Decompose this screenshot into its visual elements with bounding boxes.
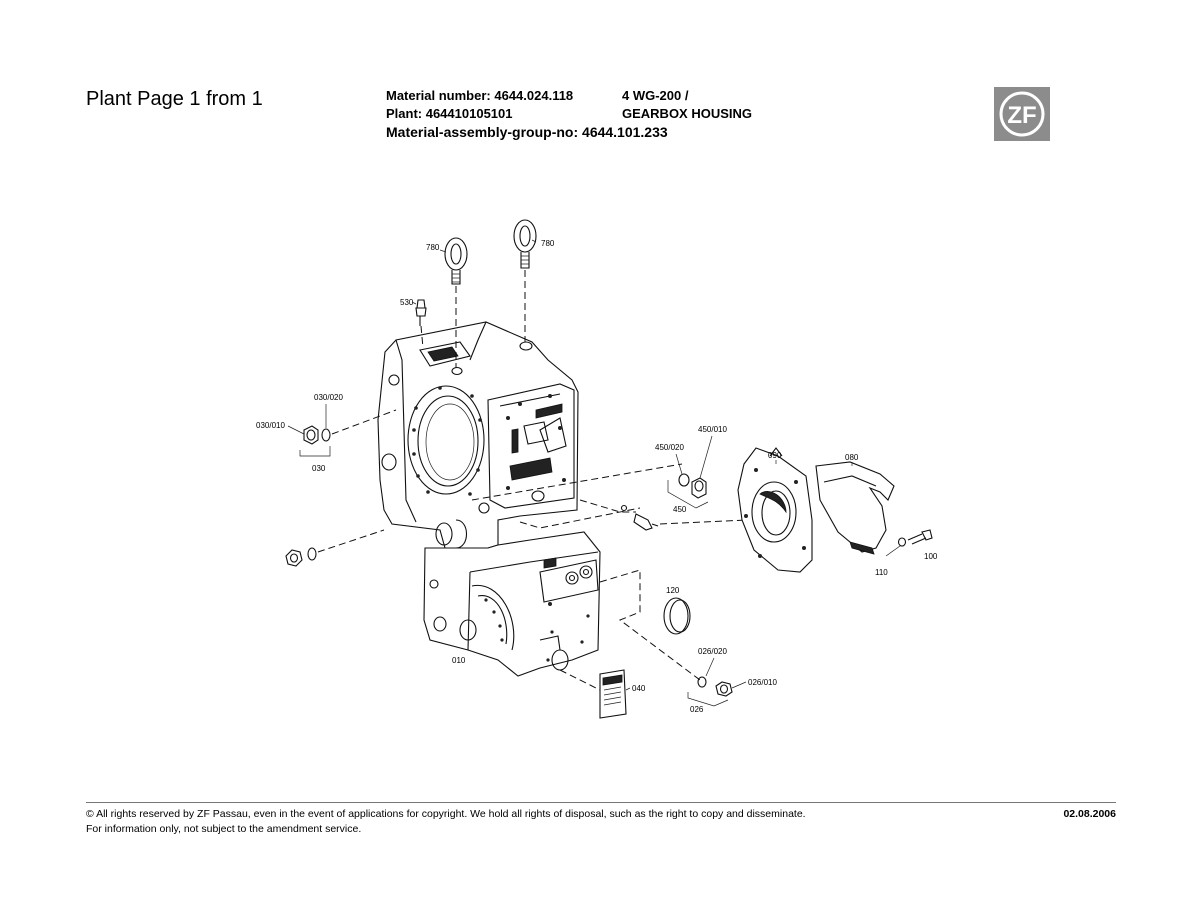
callout-026: 026 <box>690 705 704 714</box>
sensor-fitting <box>620 504 659 531</box>
callout-090: 090 <box>768 451 782 460</box>
screw-plug-030 <box>299 409 397 457</box>
callout-100: 100 <box>924 552 938 561</box>
zf-logo-background <box>994 87 1050 141</box>
material-number: Material number: 4644.024.118 <box>386 88 574 103</box>
plant-number: Plant: 464410105101 <box>386 106 513 121</box>
plug-assembly-450 <box>667 473 709 509</box>
assembly-group-number: Material-assembly-group-no: 4644.101.233 <box>386 124 668 140</box>
footer-note: For information only, not subject to the… <box>86 823 362 835</box>
screw-plug-lower <box>285 529 385 567</box>
cover-disc-120 <box>663 597 691 635</box>
breather-530 <box>415 299 427 349</box>
cover-080 <box>815 461 895 555</box>
page-label: Plant Page 1 from 1 <box>86 88 263 110</box>
cover-090 <box>737 447 813 573</box>
callout-120: 120 <box>666 586 680 595</box>
callout-026-020: 026/020 <box>698 647 727 656</box>
callout-450-010: 450/010 <box>698 425 727 434</box>
name-plate-040 <box>599 669 627 719</box>
callout-030-020: 030/020 <box>314 393 343 402</box>
callout-026-010: 026/010 <box>748 678 777 687</box>
part-description: GEARBOX HOUSING <box>622 106 753 121</box>
bolt-washer-100-110 <box>885 529 933 557</box>
footer-divider <box>86 802 1116 803</box>
callout-450: 450 <box>673 505 687 514</box>
footer-date: 02.08.2006 <box>1063 808 1116 820</box>
lifting-eye-right <box>513 219 537 342</box>
footer-copyright: © All rights reserved by ZF Passau, even… <box>86 808 806 820</box>
zf-logo-text: ZF <box>1007 102 1036 129</box>
callout-030: 030 <box>312 464 326 473</box>
plug-assembly-026 <box>687 676 733 707</box>
model-designation: 4 WG-200 / <box>622 88 689 103</box>
callout-010: 010 <box>452 656 466 665</box>
zf-logo-ring <box>999 91 1045 137</box>
callout-450-020: 450/020 <box>655 443 684 452</box>
callout-080: 080 <box>845 453 859 462</box>
callout-530: 530 <box>400 298 414 307</box>
callout-780-left: 780 <box>426 243 440 252</box>
callout-780-right: 780 <box>541 239 555 248</box>
gearbox-housing <box>377 321 601 677</box>
lifting-eye-left <box>444 237 468 368</box>
callout-110: 110 <box>875 568 888 577</box>
callout-040: 040 <box>632 684 646 693</box>
zf-logo: ZF <box>994 87 1050 141</box>
callout-030-010: 030/010 <box>256 421 285 430</box>
